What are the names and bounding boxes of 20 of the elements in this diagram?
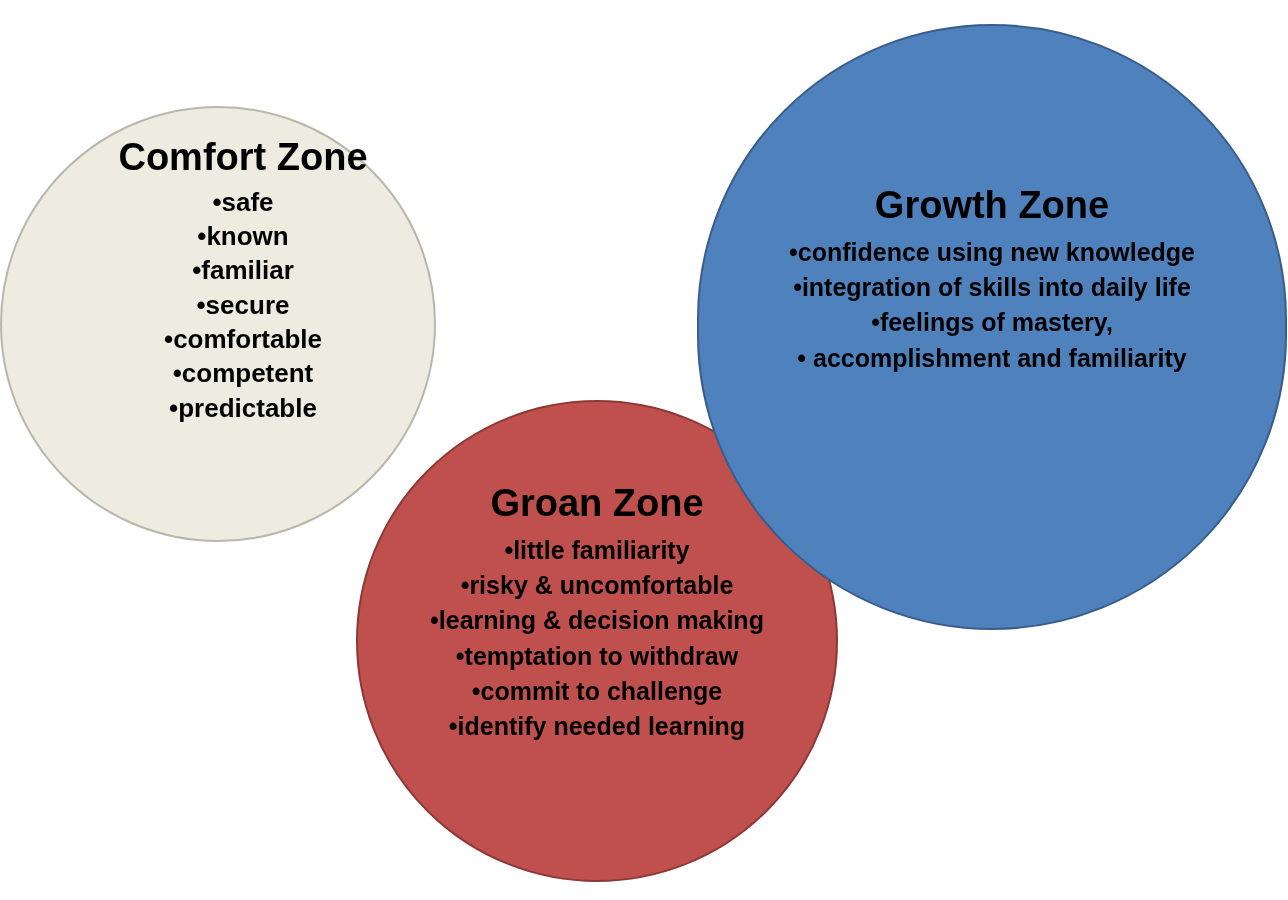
zone-item: •secure (195, 291, 291, 320)
zone-item: •temptation to withdraw (454, 642, 740, 669)
zone-item: •known (196, 223, 290, 251)
zone-item: •competent (171, 360, 315, 388)
zone-item: •comfortable (163, 326, 323, 354)
zone-item: •risky & uncomfortable (459, 572, 735, 599)
zone-heading: Growth Zone (874, 186, 1110, 226)
zone-item: •familiar (191, 257, 295, 285)
zone-heading: Comfort Zone (118, 138, 368, 178)
zone-item: •predictable (168, 394, 318, 422)
zone-item: •identify needed learning (447, 713, 747, 740)
zone-item: •little familiarity (503, 536, 691, 564)
zone-item: •confidence using new knowledge (788, 238, 1196, 266)
zone-heading: Groan Zone (490, 484, 704, 524)
zone-item: • accomplishment and familiarity (796, 344, 1188, 371)
zone-item: •feelings of mastery, (870, 309, 1114, 336)
zone-item: •safe (211, 188, 275, 217)
zone-item: •learning & decision making (429, 607, 765, 634)
zone-item: •commit to challenge (470, 677, 724, 705)
zone-item: •integration of skills into daily life (792, 274, 1192, 301)
